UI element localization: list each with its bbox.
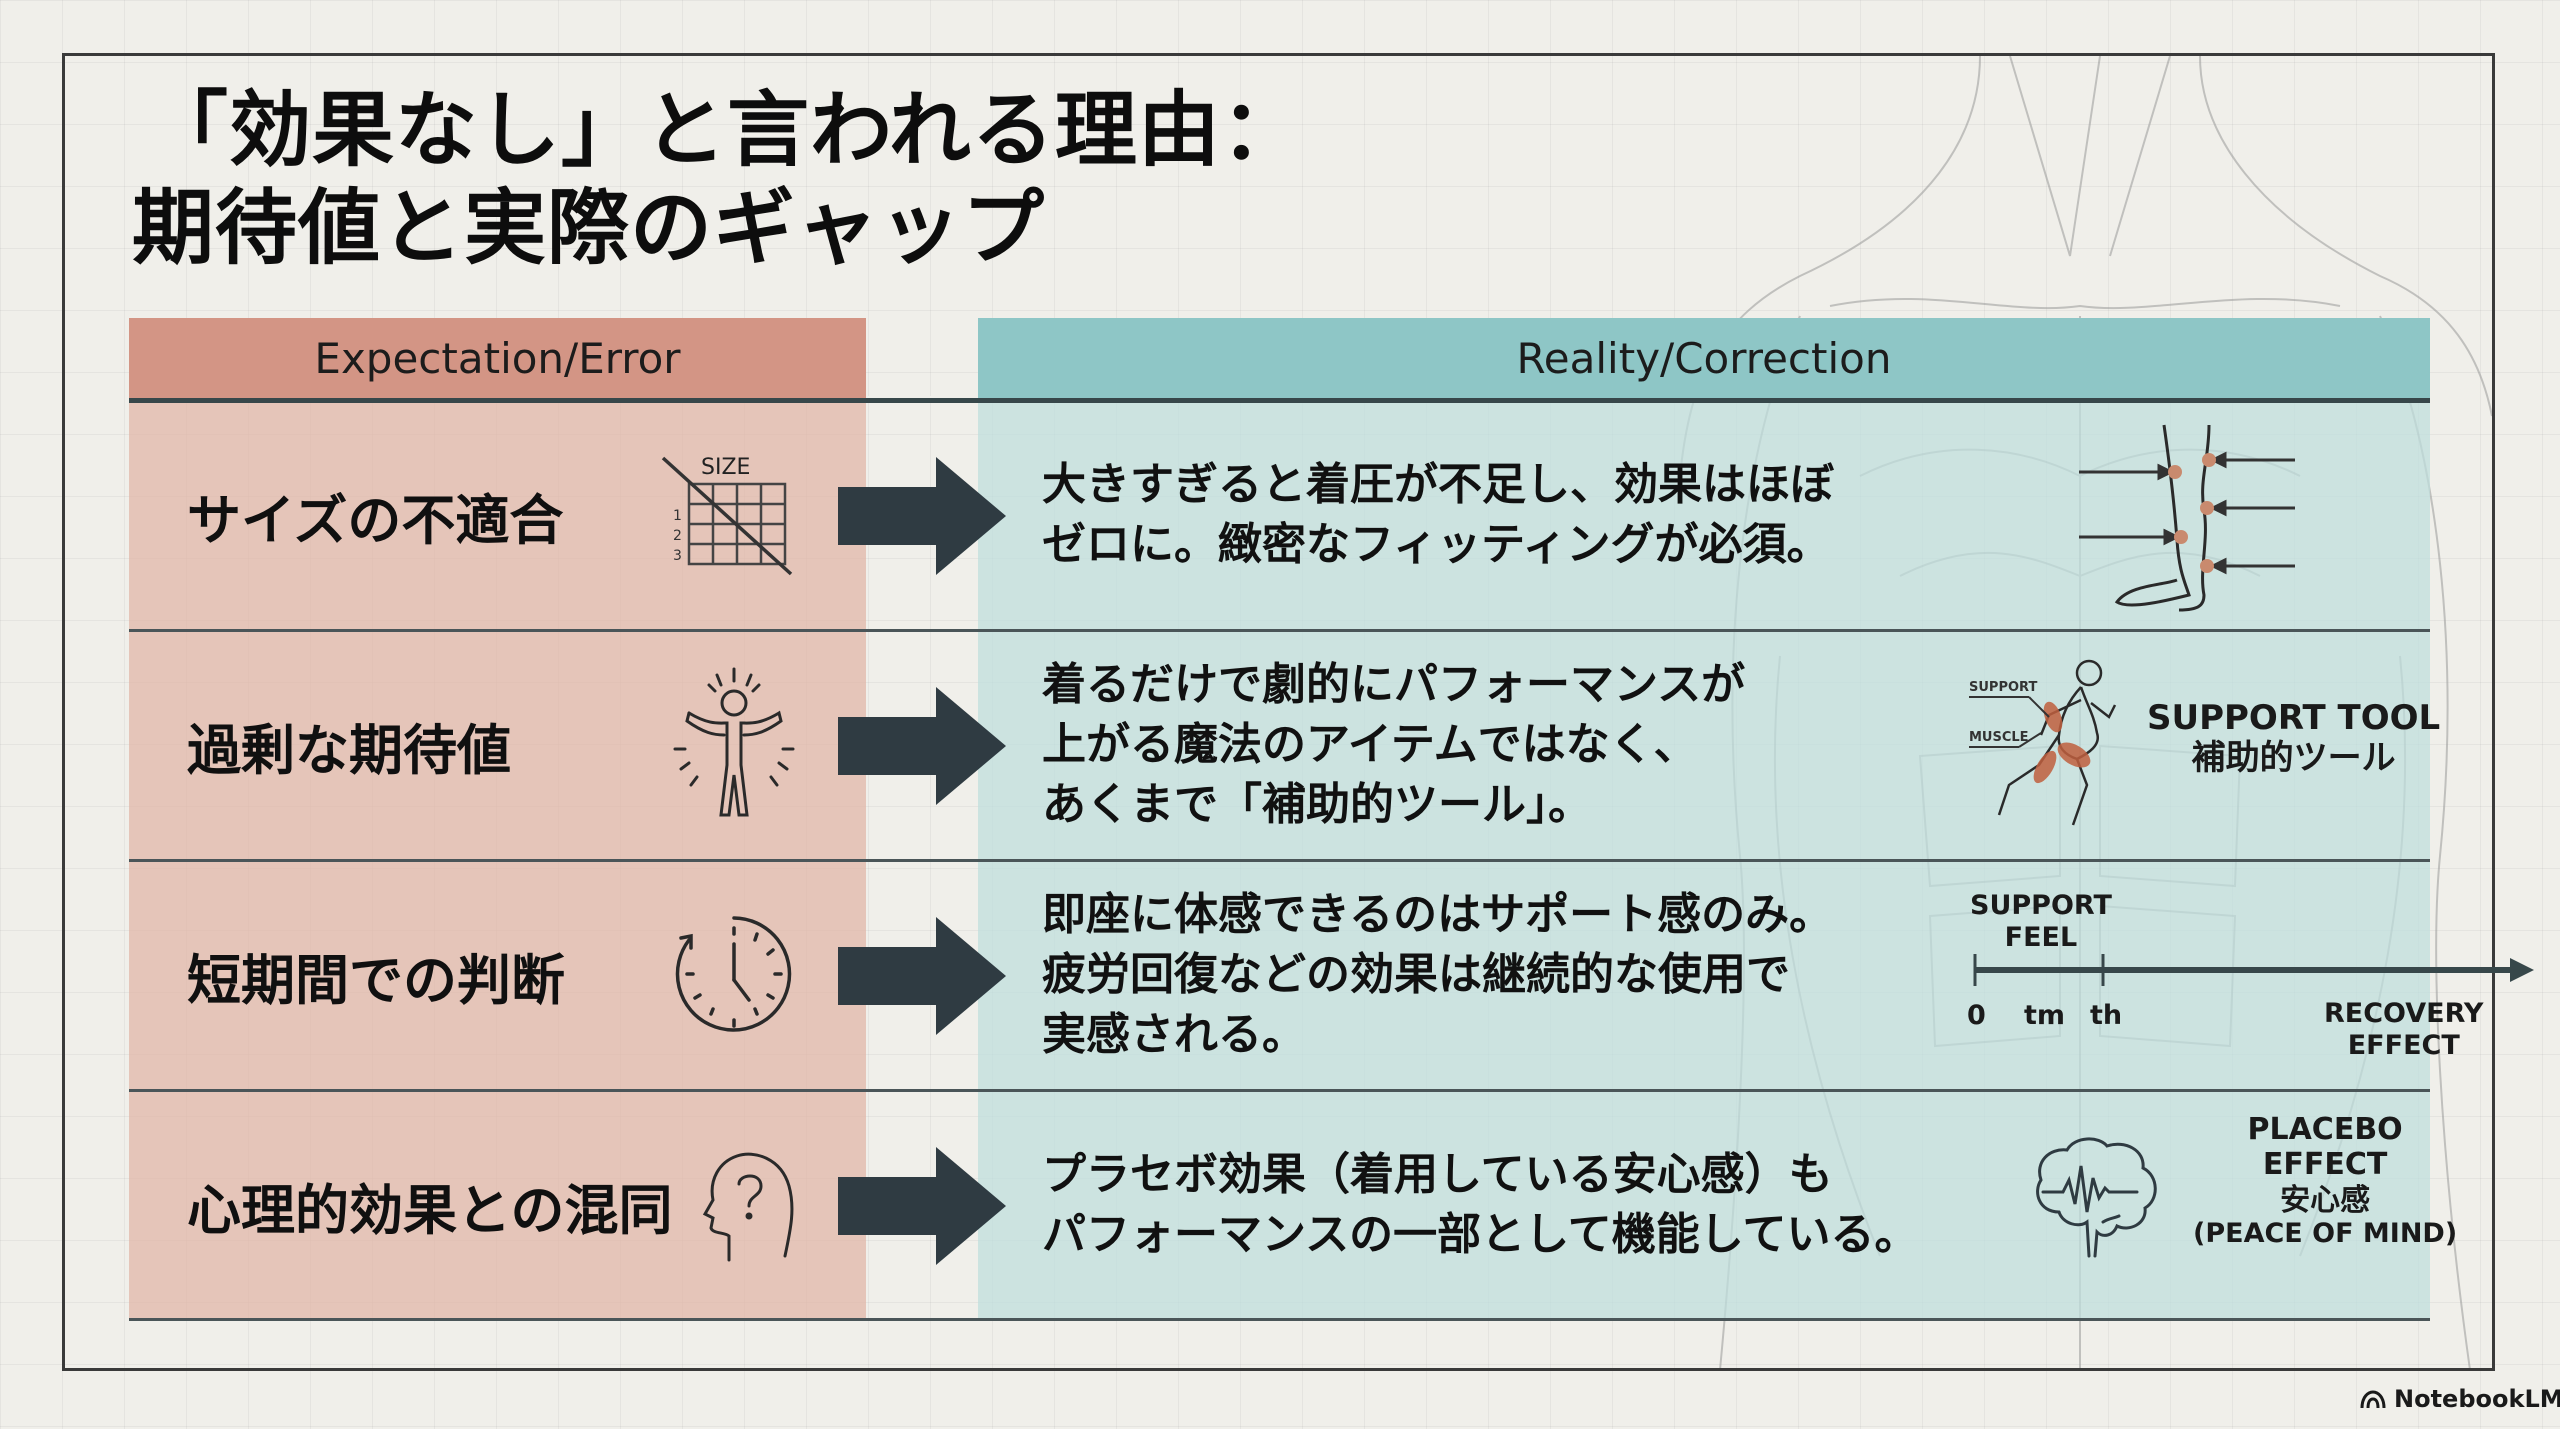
size-row-label: 3	[673, 548, 682, 564]
notebooklm-logo: NotebookLM	[2360, 1385, 2560, 1413]
reality-line: 上がる魔法のアイテムではなく、	[1042, 719, 1698, 770]
head-question-icon	[702, 1152, 794, 1262]
reality-text: 即座に体感できるのはサポート感のみ。 疲労回復などの効果は継続的な使用で 実感さ…	[1042, 860, 1833, 1090]
logo-text: NotebookLM	[2394, 1385, 2560, 1413]
error-label: 過剰な期待値	[187, 718, 511, 782]
arrow-right-icon	[838, 1147, 1006, 1265]
arrow-right-icon	[838, 457, 1006, 575]
caption-line: PLACEBO	[2247, 1112, 2403, 1147]
radiant-person-icon	[673, 667, 795, 817]
support-feel-label: SUPPORT FEEL	[1970, 890, 2112, 954]
tick-label: tm	[2024, 1000, 2066, 1031]
support-tool-caption: SUPPORT TOOL 補助的ツール	[2147, 698, 2440, 778]
support-label: SUPPORT	[1969, 680, 2037, 695]
reality-line: 疲労回復などの効果は継続的な使用で	[1042, 949, 1790, 1000]
caption-line: EFFECT	[2262, 1147, 2388, 1183]
leg-compression-icon	[2079, 424, 2295, 612]
row-divider	[129, 1089, 2430, 1092]
recovery-effect-label: RECOVERY EFFECT	[2324, 998, 2483, 1062]
table-row: サイズの不適合 SIZE 1 2 3 大きすぎると着圧が不足し、効果はほぼ ゼロ…	[129, 400, 2430, 630]
notebooklm-logo-icon	[2360, 1390, 2386, 1409]
header-divider	[129, 398, 2430, 403]
caption-line: SUPPORT TOOL	[2147, 698, 2441, 738]
arrow-right-icon	[838, 917, 1006, 1035]
reality-line: 実感される。	[1042, 1009, 1306, 1060]
table-bottom-divider	[129, 1318, 2430, 1321]
tick-label: th	[2090, 1000, 2123, 1031]
brain-pulse-icon	[2036, 1137, 2157, 1258]
caption-line: RECOVERY	[2324, 998, 2484, 1029]
size-row-label: 1	[673, 508, 682, 524]
caption-line: 安心感	[2280, 1182, 2371, 1218]
reality-line: プラセボ効果（着用している安心感）も	[1042, 1149, 1833, 1200]
title-line-1: 「効果なし」と言われる理由：	[146, 83, 1304, 178]
caption-line: FEEL	[2004, 921, 2078, 953]
table-row: 心理的効果との混同 プラセボ効果（着用している安心感）も パフォーマンスの一部と…	[129, 1090, 2457, 1320]
table-row: 過剰な期待値 着るだけで劇的にパフォーマンスが 上がる魔法のアイテムではなく、 …	[129, 630, 2440, 860]
reality-line: あくまで「補助的ツール」。	[1042, 779, 1592, 830]
reality-line: ゼロに。緻密なフィッティングが必須。	[1042, 519, 1831, 570]
caption-line: SUPPORT	[1970, 890, 2112, 921]
error-label: 心理的効果との混同	[187, 1178, 673, 1242]
reality-line: 大きすぎると着圧が不足し、効果はほぼ	[1042, 459, 1834, 510]
caption-line: (PEACE OF MIND)	[2193, 1218, 2458, 1250]
error-label: サイズの不適合	[187, 488, 564, 552]
expectation-header: Expectation/Error	[129, 318, 866, 398]
clock-icon	[675, 916, 792, 1032]
table-row: 短期間での判断 即座に体感できるのはサポート感のみ。 疲労回復などの効果は継続的…	[129, 860, 2534, 1090]
reality-column	[978, 318, 2430, 1320]
size-icon-label: SIZE	[701, 455, 750, 480]
reality-text: 着るだけで劇的にパフォーマンスが 上がる魔法のアイテムではなく、 あくまで「補助…	[1042, 630, 1745, 860]
reality-line: 即座に体感できるのはサポート感のみ。	[1042, 889, 1834, 940]
reality-line: 着るだけで劇的にパフォーマンスが	[1042, 659, 1746, 710]
placebo-caption: PLACEBO EFFECT 安心感 (PEACE OF MIND)	[2193, 1112, 2457, 1250]
tick-label: 0	[1967, 1000, 1986, 1031]
caption-line: 補助的ツール	[2191, 738, 2396, 779]
title-line-2: 期待値と実際のギャップ	[132, 181, 1046, 276]
arrow-right-icon	[838, 687, 1006, 805]
timeline-icon: SUPPORT FEEL 0 tm th RECOVERY EFFECT	[1940, 890, 2540, 1070]
runner-muscle-icon: SUPPORT MUSCLE	[1969, 659, 2117, 826]
row-divider	[129, 859, 2430, 862]
page-title: 「効果なし」と言われる理由： 期待値と実際のギャップ	[132, 82, 1304, 278]
timeline-arrowhead	[2510, 958, 2534, 982]
muscle-label: MUSCLE	[1969, 730, 2029, 745]
error-label: 短期間での判断	[187, 948, 565, 1012]
gap-mask	[866, 396, 978, 398]
caption-line: EFFECT	[2347, 1029, 2460, 1061]
row-divider	[129, 629, 2430, 632]
size-row-label: 2	[673, 528, 682, 544]
reality-text: 大きすぎると着圧が不足し、効果はほぼ ゼロに。緻密なフィッティングが必須。	[1042, 400, 1834, 630]
size-chart-icon: SIZE 1 2 3	[661, 455, 793, 576]
slide-frame	[62, 53, 2495, 1371]
reality-header: Reality/Correction	[978, 318, 2430, 398]
reality-text: プラセボ効果（着用している安心感）も パフォーマンスの一部として機能している。	[1042, 1090, 1918, 1320]
reality-line: パフォーマンスの一部として機能している。	[1042, 1209, 1919, 1260]
